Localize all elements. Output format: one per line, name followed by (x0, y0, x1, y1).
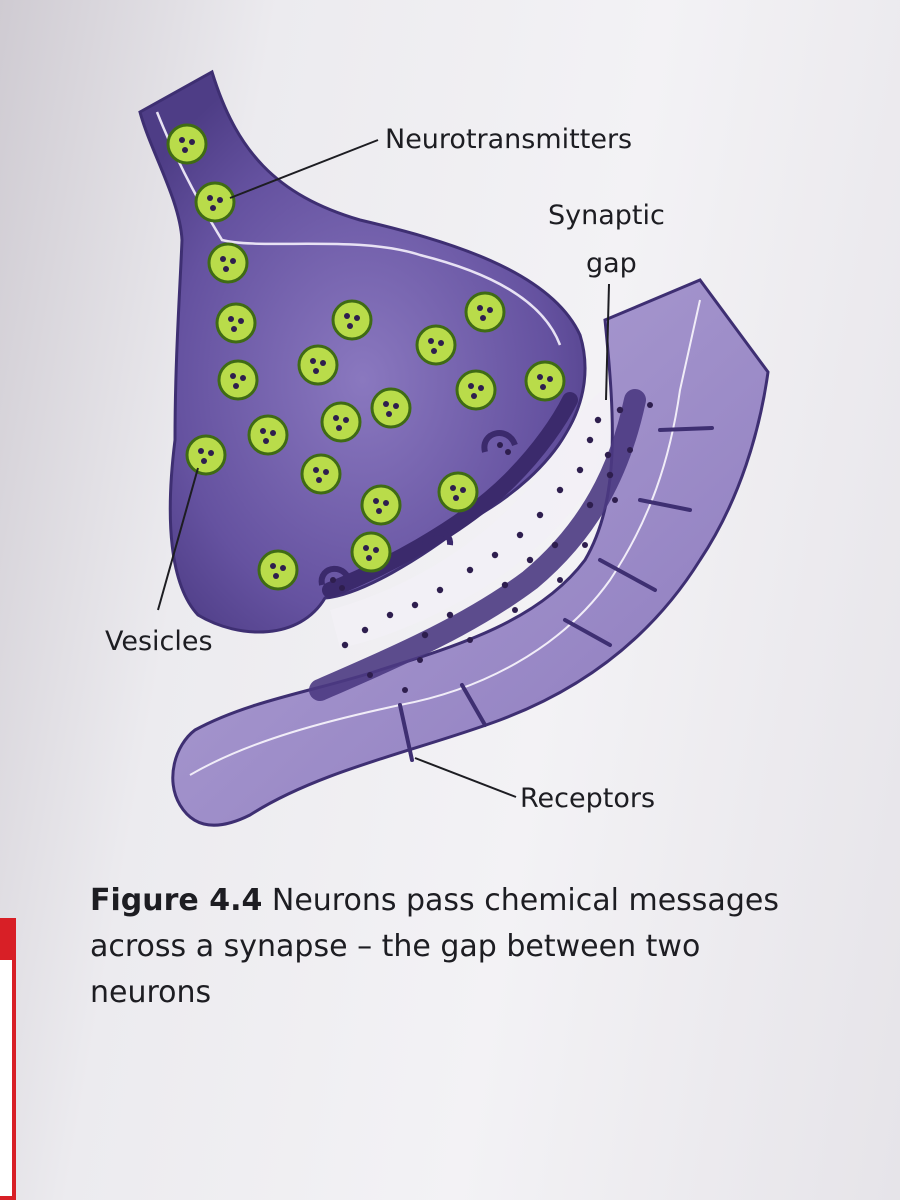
vesicle (415, 324, 457, 366)
neurotransmitter-dot (402, 687, 408, 693)
neurotransmitter-dot (411, 601, 419, 609)
neurotransmitter-dot (612, 497, 618, 503)
vesicle (207, 242, 249, 284)
vesicle (185, 434, 227, 476)
vesicle (217, 359, 259, 401)
neurotransmitter-dot (512, 607, 518, 613)
vesicle (194, 181, 236, 223)
figure-number: Figure 4.4 (90, 883, 263, 918)
leader-line-vesicles (157, 467, 199, 611)
vesicle (350, 531, 392, 573)
neurotransmitters-in-gap (341, 406, 624, 649)
receptor (658, 426, 714, 432)
neurotransmitters-bound (367, 402, 653, 693)
neurotransmitter-dot (497, 442, 503, 448)
neurotransmitter-dot (386, 611, 394, 619)
neurotransmitter-dot (627, 447, 633, 453)
receptors (398, 426, 714, 762)
neurotransmitter-dot (466, 566, 474, 574)
vesicle (320, 401, 362, 443)
neurotransmitter-dot (576, 466, 584, 474)
vesicles (166, 123, 566, 591)
vesicle (464, 291, 506, 333)
neurotransmitter-dot (436, 586, 444, 594)
vesicle (297, 344, 339, 386)
label-vesicles: Vesicles (105, 626, 213, 657)
receptor (460, 683, 487, 727)
vesicle (524, 360, 566, 402)
vesicle (370, 387, 412, 429)
synaptic-gap (330, 388, 640, 648)
vesicle (166, 123, 208, 165)
release-pocket (481, 430, 518, 453)
label-synaptic-gap-line2: gap (586, 248, 637, 279)
neurotransmitter-dot (421, 631, 429, 639)
margin-tab (0, 918, 16, 960)
neurotransmitter-dot (536, 511, 544, 519)
neurotransmitter-dot (361, 626, 369, 634)
receptor (563, 618, 612, 647)
vesicle (257, 549, 299, 591)
postsynaptic-membrane (309, 389, 646, 701)
leader-line-synaptic-gap (605, 283, 610, 401)
vesicle (247, 414, 289, 456)
neurotransmitter-dot (557, 577, 563, 583)
terminal-membrane (155, 111, 562, 346)
neurotransmitter-dot (604, 451, 612, 459)
neurotransmitter-dot (556, 486, 564, 494)
vesicle (437, 471, 479, 513)
leader-line-neurotransmitters (229, 139, 379, 199)
neurotransmitter-dot (586, 501, 594, 509)
neurotransmitter-dot (582, 542, 588, 548)
margin-box (0, 918, 16, 1200)
vesicle (360, 484, 402, 526)
neurotransmitter-dot (526, 556, 534, 564)
label-receptors: Receptors (520, 783, 656, 814)
neurotransmitter-dot (341, 641, 349, 649)
neurotransmitter-dot (339, 585, 345, 591)
label-synaptic-gap-line1: Synaptic (548, 200, 665, 231)
release-pocket (422, 529, 453, 546)
neurotransmitter-dot (417, 657, 423, 663)
neurotransmitter-dot (367, 672, 373, 678)
vesicle-release-sites (318, 430, 518, 591)
neurotransmitter-dot (594, 416, 602, 424)
release-pocket (318, 565, 353, 586)
vesicle (331, 299, 373, 341)
leader-lines (157, 139, 610, 798)
neurotransmitter-dot (606, 471, 614, 479)
neurotransmitter-dot (551, 541, 559, 549)
vesicle (300, 453, 342, 495)
neurotransmitter-dot (616, 406, 624, 414)
neurotransmitter-dot (467, 637, 473, 643)
neurotransmitter-dot (516, 531, 524, 539)
caption-text: Neurons pass chemical messages across a … (90, 883, 779, 1010)
neurotransmitter-dot (501, 581, 509, 589)
vesicle (215, 302, 257, 344)
receptor (398, 703, 414, 762)
vesicle (455, 369, 497, 411)
dendrite-highlight (189, 299, 701, 776)
neurotransmitter-dot (647, 402, 653, 408)
neurotransmitter-dot (505, 449, 511, 455)
neurotransmitter-dot (330, 577, 336, 583)
figure-caption: Figure 4.4 Neurons pass chemical message… (90, 878, 790, 1016)
neurotransmitter-dot (586, 436, 594, 444)
leader-line-receptors (414, 757, 517, 798)
receptor (638, 498, 692, 512)
neurotransmitter-dot (491, 551, 499, 559)
receptor (598, 558, 657, 592)
neurotransmitter-dot (446, 611, 454, 619)
label-neurotransmitters: Neurotransmitters (385, 124, 633, 155)
